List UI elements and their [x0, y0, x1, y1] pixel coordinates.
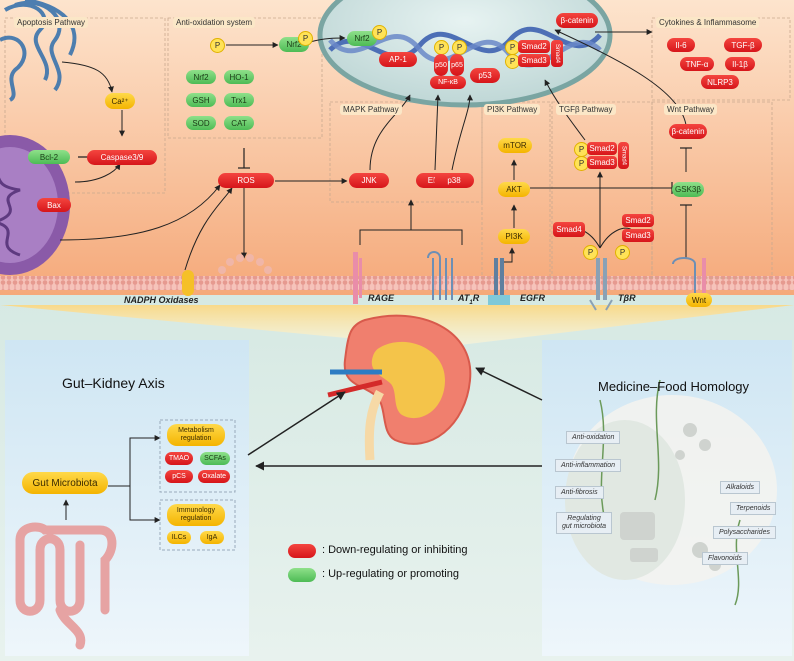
- trx1-item: Trx1: [224, 93, 254, 107]
- receptor-phosphate-1: P: [583, 245, 598, 260]
- tgfb-smad4-complex: Smad4: [618, 142, 629, 169]
- tgfb-smad3: Smad3: [587, 156, 617, 169]
- gut-kidney-title: Gut–Kidney Axis: [62, 375, 165, 391]
- gut-microbiota-node: Gut Microbiota: [22, 472, 108, 494]
- legend-up-label: : Up-regulating or promoting: [322, 568, 459, 580]
- tgfb-receptor-label: TβR: [618, 293, 636, 303]
- wnt-pathway-title: Wnt Pathway: [664, 104, 718, 115]
- akt-node: AKT: [498, 182, 530, 197]
- at1r-label: AT1R: [458, 293, 480, 306]
- bax-node: Bax: [37, 198, 71, 212]
- ap1-node: AP-1: [379, 52, 417, 67]
- mfh-anti-inflammation: Anti-inflammation: [555, 459, 622, 472]
- rage-label: RAGE: [368, 293, 395, 303]
- mfh-regulating-gut-microbiota: Regulating gut microbiota: [556, 512, 612, 534]
- phosphate-marker: P: [210, 38, 225, 53]
- nfkb-phosphate-2: P: [452, 40, 467, 55]
- caspase-node: Caspase3/9: [87, 150, 157, 165]
- nuclear-smad3: Smad3: [518, 54, 550, 67]
- mfh-flavonoids: Flavonoids: [702, 552, 748, 565]
- p50-node: p50: [434, 54, 448, 76]
- pi3k-pathway-title: PI3K Pathway: [484, 104, 541, 115]
- nrf2-phosphate-marker: P: [298, 31, 313, 46]
- p38-node: p38: [434, 173, 474, 188]
- gsh-item: GSH: [186, 93, 216, 107]
- legend-red-swatch: [288, 544, 316, 558]
- mtor-node: mTOR: [498, 138, 532, 153]
- oxalate-node: Oxalate: [198, 470, 230, 483]
- mfh-terpenoids: Terpenoids: [730, 502, 777, 515]
- mfh-anti-fibrosis: Anti-fibrosis: [555, 486, 604, 499]
- egfr-label: EGFR: [520, 293, 546, 303]
- nuclear-bcatenin-node: β-catenin: [556, 13, 598, 28]
- ros-node: ROS: [218, 173, 274, 188]
- mapk-pathway-title: MAPK Pathway: [340, 104, 402, 115]
- ho1-item: HO-1: [224, 70, 254, 84]
- cytokines-inflammasome-title: Cytokines & Inflammasome: [656, 17, 760, 28]
- bcatenin-node: β-catenin: [669, 124, 707, 139]
- nuclear-smad4: Smad4: [551, 40, 563, 67]
- pi3k-node: PI3K: [498, 229, 530, 244]
- wnt-ligand: Wnt: [686, 293, 712, 307]
- iga-node: IgA: [200, 531, 224, 544]
- legend-green-swatch: [288, 568, 316, 582]
- p65-node: p65: [450, 54, 464, 76]
- mfh-anti-oxidation: Anti-oxidation: [566, 431, 621, 444]
- nfkb-phosphate-1: P: [434, 40, 449, 55]
- smad3-node: Smad3: [622, 229, 654, 242]
- nfkb-node: NF-κB: [430, 76, 466, 89]
- nuclear-nrf2-node: Nrf2: [347, 31, 377, 46]
- jnk-node: JNK: [349, 173, 389, 188]
- sod-item: SOD: [186, 116, 216, 130]
- mfh-alkaloids: Alkaloids: [720, 481, 761, 494]
- nadph-oxidases-label: NADPH Oxidases: [124, 295, 199, 305]
- ilcs-node: ILCs: [167, 531, 191, 544]
- il1b-node: Il-1β: [725, 57, 755, 71]
- mfh-title: Medicine–Food Homology: [598, 379, 750, 394]
- smad2-node: Smad2: [622, 214, 654, 227]
- smad4-node: Smad4: [553, 222, 585, 237]
- tnfa-node: TNF-α: [680, 57, 714, 71]
- tgfb-smad2: Smad2: [587, 142, 617, 155]
- gsk3b-node: GSK3β: [672, 182, 704, 197]
- mfh-polysaccharides: Polysaccharides: [713, 526, 776, 539]
- nlrp3-node: NLRP3: [701, 75, 739, 89]
- bcl2-node: Bcl-2: [28, 150, 70, 164]
- nuclear-smad2: Smad2: [518, 40, 550, 53]
- nuclear-nrf2-phosphate: P: [372, 25, 387, 40]
- p53-node: p53: [470, 68, 500, 83]
- il6-node: Il-6: [667, 38, 695, 52]
- apoptosis-pathway-title: Apoptosis Pathway: [14, 17, 89, 28]
- tgfb-cytokine-node: TGF-β: [724, 38, 762, 52]
- calcium-node: Ca²⁺: [105, 93, 135, 109]
- receptor-phosphate-2: P: [615, 245, 630, 260]
- scfas-node: SCFAs: [200, 452, 230, 465]
- tmao-node: TMAO: [165, 452, 193, 465]
- cat-item: CAT: [224, 116, 254, 130]
- legend-down-label: : Down-regulating or inhibiting: [322, 544, 468, 556]
- tgfb-pathway-title: TGFβ Pathway: [556, 104, 616, 115]
- pcs-node: pCS: [165, 470, 193, 483]
- antioxidation-system-title: Anti-oxidation system: [173, 17, 256, 28]
- nrf2-item: Nrf2: [186, 70, 216, 84]
